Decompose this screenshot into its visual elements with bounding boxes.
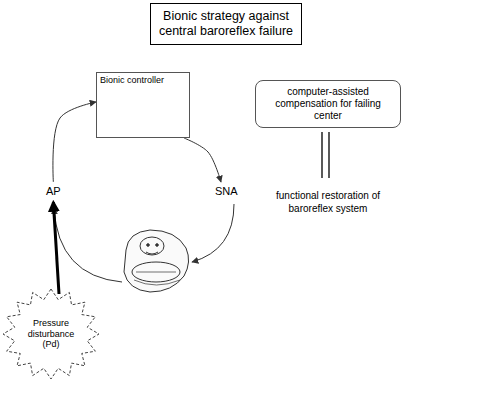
- feedback-arrow: [184, 138, 221, 182]
- compensation-box: computer-assisted compensation for faili…: [255, 80, 401, 128]
- title-box: Bionic strategy against central barorefl…: [150, 3, 302, 45]
- node-text: Bionic controller: [100, 75, 186, 86]
- disturbance-arrow: [53, 202, 59, 294]
- node-text: Pressure disturbance (Pd): [24, 318, 78, 350]
- note-label: functional restoration of baroreflex sys…: [262, 190, 394, 215]
- subject-illustration: [124, 230, 189, 292]
- feedback-arc: [192, 204, 234, 262]
- feedback-arc: [54, 208, 122, 282]
- node-text: SNA: [215, 185, 238, 198]
- signal-label: AP: [44, 185, 63, 198]
- feedback-arrow: [53, 102, 96, 182]
- node-text: computer-assisted compensation for faili…: [262, 86, 394, 122]
- node-text: Bionic strategy against central barorefl…: [157, 9, 295, 39]
- equivalence-sign: [322, 132, 329, 178]
- signal-label: SNA: [213, 185, 240, 198]
- star-outline-path: [3, 289, 99, 379]
- node-text: AP: [46, 185, 61, 198]
- disturbance-star: Pressure disturbance (Pd): [2, 288, 100, 380]
- controller-box: Bionic controller: [96, 72, 190, 138]
